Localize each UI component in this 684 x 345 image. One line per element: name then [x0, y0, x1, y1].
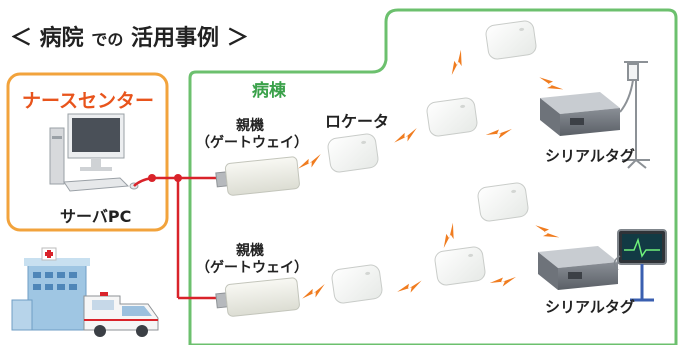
title-prefix: ＜ 病院	[10, 26, 84, 51]
cable-junction-dot	[174, 174, 182, 182]
gateway-label-line1: 親機	[236, 243, 264, 259]
page-title: ＜ 病院 での 活用事例 ＞	[10, 20, 249, 52]
locator-device	[433, 245, 487, 287]
serial-tag-label-1: シリアルタグ	[545, 147, 635, 165]
locator-device	[326, 132, 380, 174]
ward-label: 病棟	[252, 81, 286, 101]
gateway-label-line2: （ゲートウェイ）	[196, 260, 308, 276]
serial-tag-device	[540, 92, 620, 136]
gateway-label-line2: （ゲートウェイ）	[196, 135, 308, 151]
ambulance-icon	[83, 292, 159, 337]
patient-monitor-icon	[613, 229, 667, 302]
nurse-center-label: ナースセンター	[22, 90, 155, 112]
server-pc-label: サーバPC	[60, 207, 132, 226]
wireless-signal-icon	[296, 49, 564, 302]
locator-device	[484, 19, 538, 61]
locator-device	[425, 96, 479, 138]
cable-junction-dot	[148, 174, 156, 182]
gateway-label-1: 親機 （ゲートウェイ）	[196, 118, 308, 152]
locator-label: ロケータ	[325, 112, 390, 131]
network-cable	[133, 176, 223, 300]
serial-tag-label-2: シリアルタグ	[545, 298, 635, 316]
locator-device	[476, 181, 530, 223]
desktop-computer-icon	[49, 113, 139, 192]
serial-tag-device	[538, 246, 618, 290]
gateway-dongle-2	[215, 277, 300, 317]
title-mid: での	[91, 30, 124, 49]
nurse-center-border	[6, 72, 169, 232]
gateway-label-2: 親機 （ゲートウェイ）	[196, 243, 308, 277]
locator-device	[330, 263, 384, 305]
hospital-building-icon	[11, 247, 90, 331]
gateway-label-line1: 親機	[236, 118, 264, 134]
iv-stand-icon	[619, 61, 650, 169]
ward-area-border	[188, 8, 678, 345]
title-suffix: 活用事例 ＞	[131, 26, 249, 51]
gateway-dongle-1	[215, 156, 300, 196]
